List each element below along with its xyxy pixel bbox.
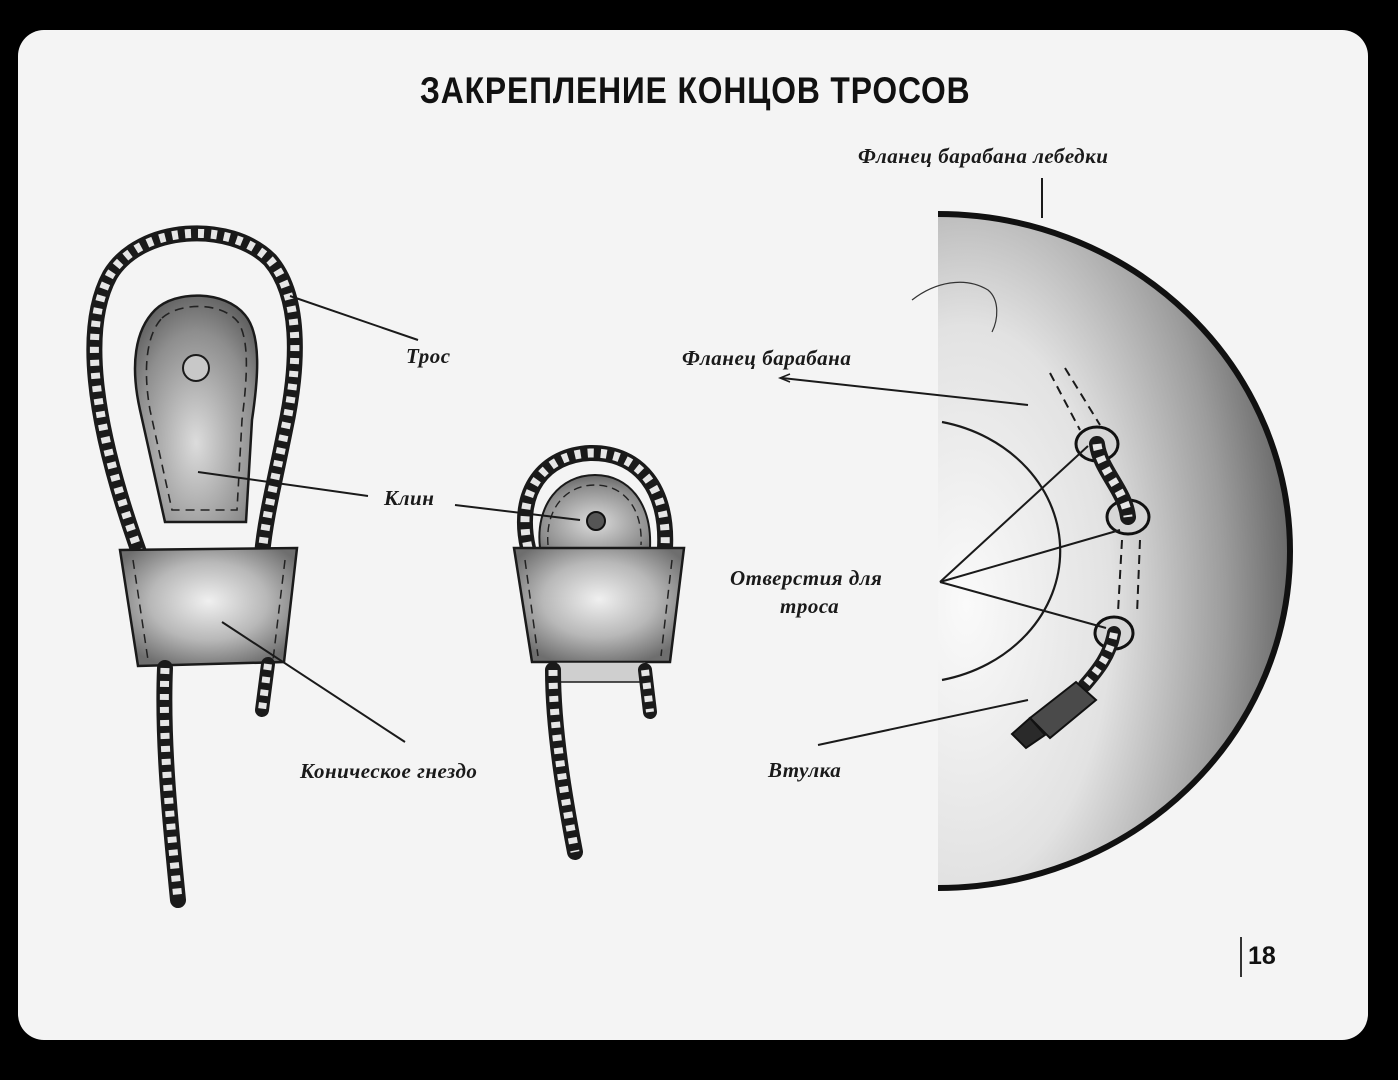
left-conical-socket	[118, 546, 299, 668]
drum-rope	[1078, 436, 1136, 692]
leader-lines	[197, 178, 1121, 746]
winch-drum-flange	[911, 211, 1293, 891]
middle-conical-socket	[512, 546, 686, 683]
label-drum-flange: Фланец барабана	[682, 346, 852, 370]
middle-wedge	[538, 473, 652, 549]
drum-sleeve	[1010, 680, 1098, 750]
label-sleeve: Втулка	[768, 758, 842, 782]
left-rope-loop	[86, 225, 303, 563]
page-number-divider	[1240, 937, 1242, 977]
middle-rope-tails	[545, 662, 657, 860]
left-rope-tails	[156, 657, 275, 908]
page-number: 18	[1248, 942, 1276, 970]
left-wedge	[133, 294, 259, 524]
middle-rope-loop	[516, 444, 674, 556]
label-conical-socket: Коническое гнездо	[300, 759, 478, 783]
label-wedge: Клин	[384, 486, 435, 510]
label-rope: Трос	[406, 344, 451, 368]
page-title: ЗАКРЕПЛЕНИЕ КОНЦОВ ТРОСОВ	[420, 70, 971, 111]
label-winch-drum-flange: Фланец барабана лебедки	[858, 144, 1109, 168]
label-rope-holes-line1: Отверстия для	[730, 566, 883, 590]
label-rope-holes-line2: троса	[780, 594, 840, 618]
